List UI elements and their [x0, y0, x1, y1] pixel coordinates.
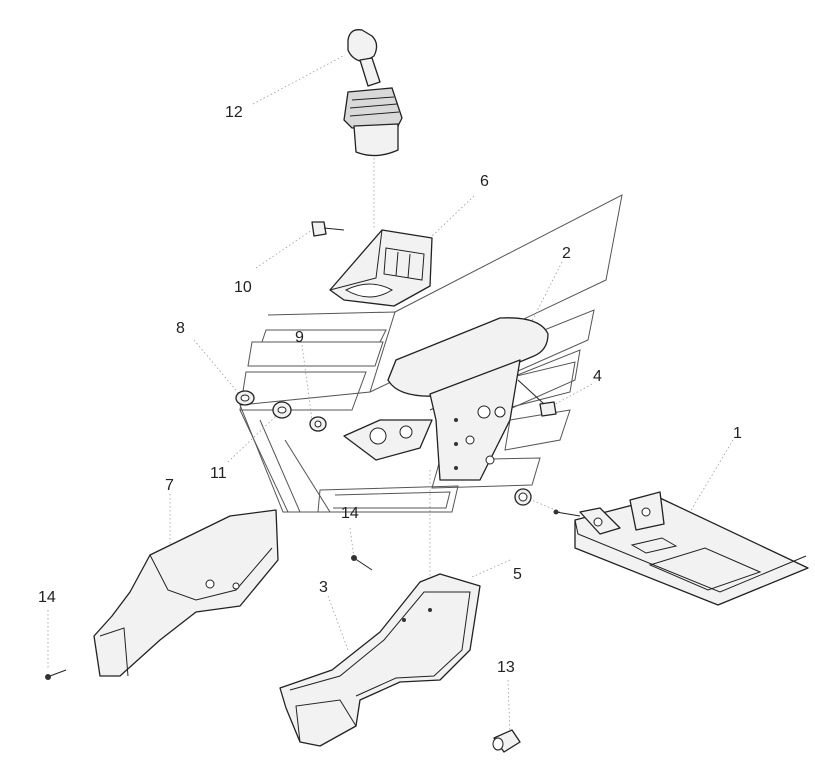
joystick-part: [343, 29, 403, 157]
callout-12: 12: [225, 104, 243, 121]
plug-part: [492, 729, 521, 753]
armrest-part: [343, 317, 557, 481]
callout-6: 6: [480, 173, 489, 190]
mounting-plate-part: [553, 491, 809, 606]
callout-7: 7: [165, 477, 174, 494]
left-cover-part: [93, 509, 279, 677]
callout-3: 3: [319, 579, 328, 596]
callout-13: 13: [497, 659, 515, 676]
callout-10: 10: [234, 279, 252, 296]
callout-4: 4: [593, 368, 602, 385]
callout-14a: 14: [341, 505, 359, 522]
callout-labels: 1 2 3 4 5 6 7 8 9 10 11 12 13 14 14: [38, 104, 742, 676]
callout-14b: 14: [38, 589, 56, 606]
console-tray-part: [279, 573, 481, 747]
callout-5: 5: [513, 566, 522, 583]
callout-1: 1: [733, 425, 742, 442]
rings-part: [235, 390, 532, 506]
callout-9: 9: [295, 329, 304, 346]
joystick-base-part: [311, 221, 433, 307]
callout-2: 2: [562, 245, 571, 262]
leader-lines: [47, 54, 734, 736]
callout-8: 8: [176, 320, 185, 337]
callout-11: 11: [210, 465, 227, 482]
bolts-part: [45, 555, 373, 680]
